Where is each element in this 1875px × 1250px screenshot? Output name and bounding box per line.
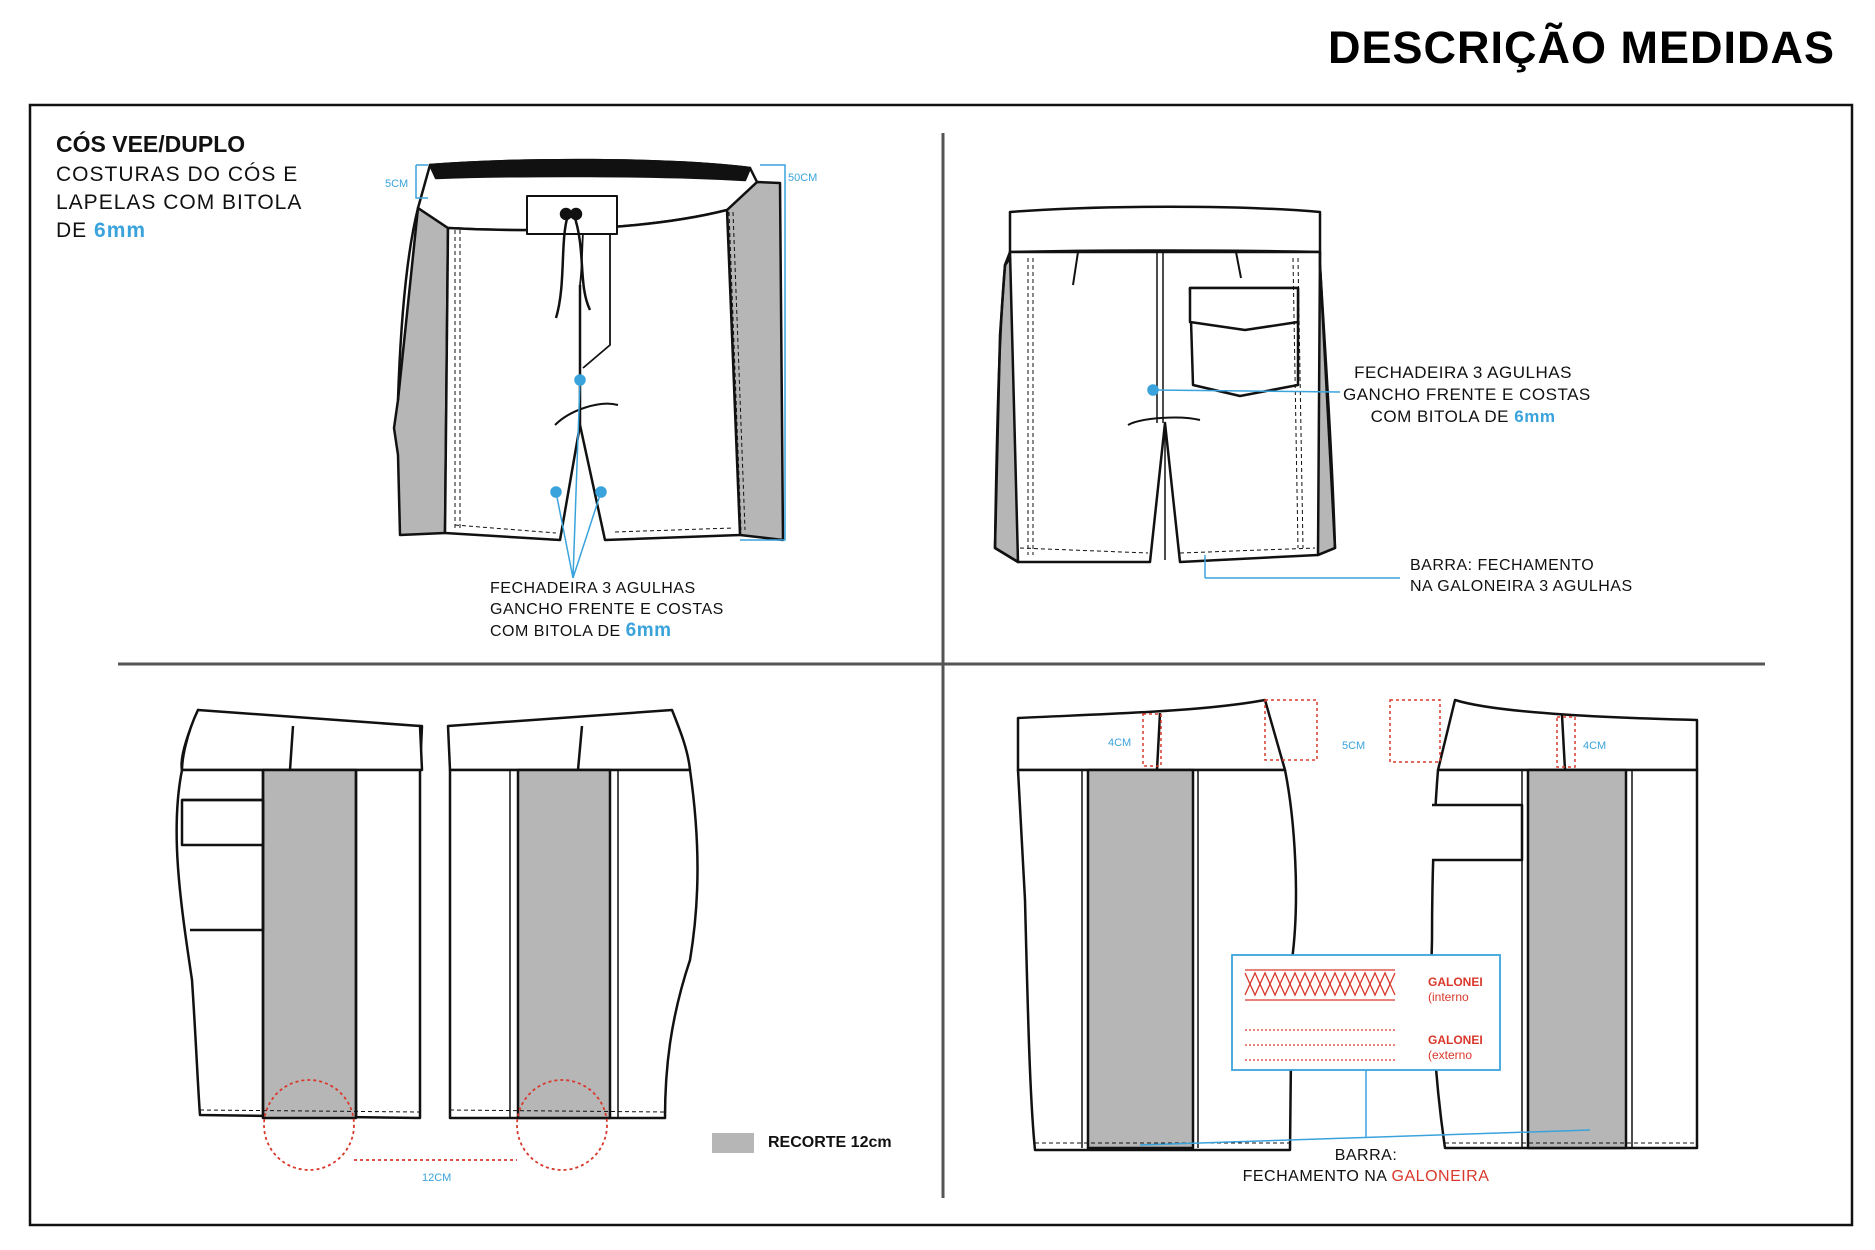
- galonei-externo-sub: (externo: [1428, 1048, 1473, 1062]
- galonei-interno-sub: (interno: [1428, 990, 1469, 1004]
- recorte-circles: [263, 1079, 608, 1171]
- front-title: CÓS VEE/DUPLO: [56, 131, 246, 157]
- back-view-shorts: [993, 205, 1337, 564]
- profile-hem-prefix: FECHAMENTO NA: [1242, 1168, 1387, 1185]
- front-caption-highlight: 6mm: [625, 620, 672, 641]
- back-hem-line2: NA GALONEIRA 3 AGULHAS: [1410, 578, 1633, 595]
- dim-recorte: 12CM: [422, 1172, 452, 1184]
- front-desc-line2: LAPELAS COM BITOLA: [56, 191, 303, 214]
- front-dimensions: [415, 164, 786, 541]
- front-caption-line3: COM BITOLA DE 6mm: [490, 620, 671, 642]
- galonei-externo-label: GALONEI: [1428, 1033, 1483, 1047]
- side-view-right: [446, 708, 699, 1120]
- back-caption: FECHADEIRA 3 AGULHAS GANCHO FRENTE E COS…: [1343, 362, 1591, 428]
- profile-view-right: [1430, 698, 1699, 1150]
- galonei-interno-label: GALONEI: [1428, 975, 1483, 989]
- profile-view-left: [1016, 698, 1298, 1152]
- profile-hem-line2: FECHAMENTO NA GALONEIRA: [1235, 1166, 1497, 1187]
- back-callouts: [1147, 384, 1400, 579]
- front-callouts: [550, 374, 607, 579]
- dim-length: 50CM: [788, 172, 818, 184]
- galonei-interno: GALONEI (interno: [1428, 975, 1483, 1005]
- profile-dimensions: [1142, 699, 1576, 768]
- front-caption-prefix: COM BITOLA DE: [490, 623, 621, 640]
- front-caption-line2: GANCHO FRENTE E COSTAS: [490, 601, 724, 618]
- front-caption: FECHADEIRA 3 AGULHAS GANCHO FRENTE E COS…: [490, 578, 724, 642]
- profile-hem-highlight: GALONEIRA: [1391, 1168, 1490, 1185]
- back-caption-line2: GANCHO FRENTE E COSTAS: [1343, 385, 1591, 404]
- front-caption-line1: FECHADEIRA 3 AGULHAS: [490, 580, 696, 597]
- galonei-detail-box: [1139, 954, 1591, 1146]
- back-caption-prefix: COM BITOLA DE: [1370, 407, 1510, 426]
- page-title: DESCRIÇÃO MEDIDAS: [1327, 22, 1835, 73]
- back-caption-line1: FECHADEIRA 3 AGULHAS: [1354, 363, 1572, 382]
- front-desc-prefix: DE: [56, 219, 88, 242]
- sheet-frame: [28, 103, 1854, 1227]
- profile-hem-note: BARRA: FECHAMENTO NA GALONEIRA: [1235, 1145, 1497, 1187]
- dim-profile-mid: 5CM: [1342, 740, 1366, 752]
- front-desc-highlight: 6mm: [94, 219, 147, 242]
- front-desc-line1: COSTURAS DO CÓS E: [56, 163, 299, 186]
- recorte-legend-swatch: [712, 1133, 754, 1153]
- back-caption-line3: COM BITOLA DE 6mm: [1343, 406, 1583, 428]
- profile-hem-line1: BARRA:: [1334, 1147, 1398, 1164]
- front-desc-line3: DE 6mm: [56, 217, 146, 245]
- side-view-left: [175, 708, 424, 1120]
- dim-profile-left: 4CM: [1108, 737, 1132, 749]
- dim-profile-right: 4CM: [1583, 740, 1607, 752]
- galonei-externo: GALONEI (externo: [1428, 1033, 1483, 1063]
- back-hem-note: BARRA: FECHAMENTO NA GALONEIRA 3 AGULHAS: [1410, 555, 1633, 597]
- back-caption-highlight: 6mm: [1514, 407, 1556, 426]
- front-view-shorts: [392, 158, 785, 542]
- back-hem-line1: BARRA: FECHAMENTO: [1410, 557, 1595, 574]
- dim-waist: 5CM: [385, 178, 409, 190]
- recorte-legend-label: RECORTE 12cm: [768, 1134, 892, 1151]
